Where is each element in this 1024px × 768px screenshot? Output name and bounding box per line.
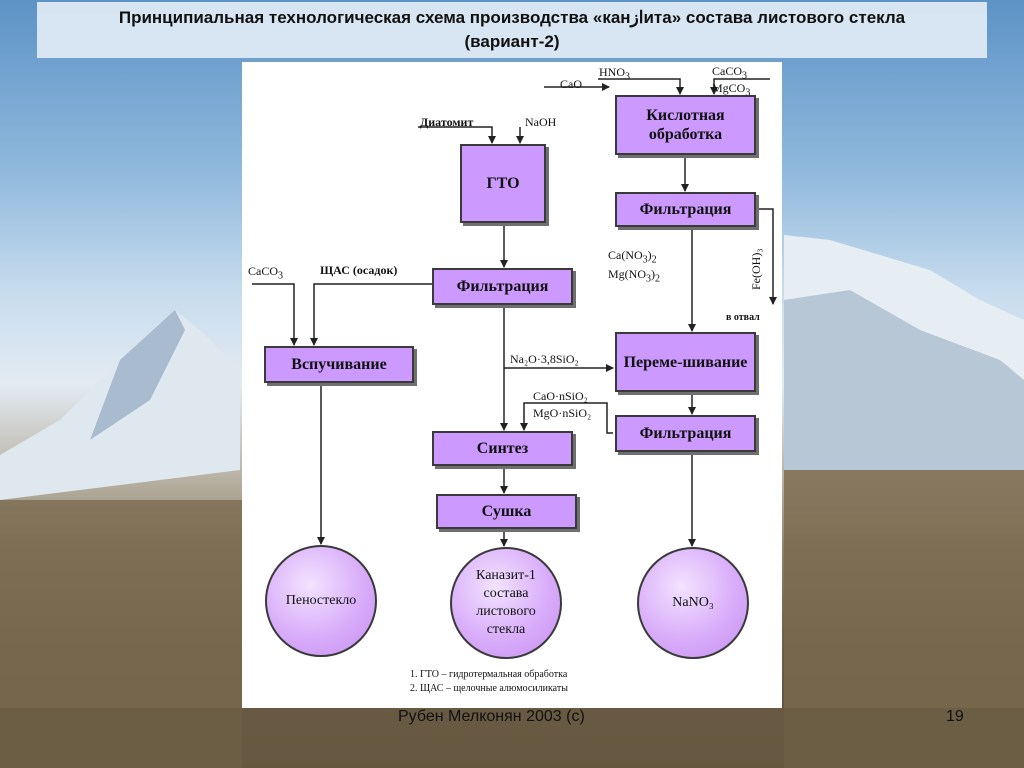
arrow-caco3 [710, 78, 770, 95]
slide-title: Принципиальная технологическая схема про… [37, 2, 987, 58]
label-v-otval: в отвал [726, 312, 760, 323]
arrow-caco3-vspuch [252, 283, 298, 346]
arrow-filt2-sintez [520, 402, 613, 434]
label-hno3: HNO3 [599, 65, 630, 83]
arrow-hno3 [598, 78, 684, 95]
footnotes: 1. ГТО – гидротермальная обработка 2. ЩА… [410, 668, 568, 696]
label-mgo-nsio2: MgO·nSiO₂ [533, 406, 592, 420]
box-acid-treatment: Кислотная обработка [615, 95, 756, 155]
box-sintez: Синтез [432, 431, 573, 466]
slide-footer: Рубен Мелконян 2003 (с) [398, 708, 585, 725]
label-cao-mgo-silicates: CaO·nSiO₂ MgO·nSiO₂ [533, 388, 591, 422]
box-sushka: Сушка [436, 494, 577, 529]
label-naoh: NaOH [525, 115, 557, 129]
arrow-shchas-vspuch [310, 283, 432, 346]
label-feoh3: Fe(OH)₃ [749, 248, 763, 290]
footnote-2: 2. ЩАС – щелочные алюмосиликаты [410, 683, 568, 694]
arrow-diatomit [418, 126, 496, 144]
mountain-left-shadow [90, 310, 185, 440]
arrow-feoh3 [757, 208, 777, 305]
box-filtration-center: Фильтрация [432, 268, 573, 305]
label-caco3: CaCO3 [248, 264, 283, 282]
flow-arrows [252, 78, 777, 547]
product-penosteklo: Пеностекло [265, 545, 377, 657]
label-ca-mg-nitrates: Ca(NO3)2 Mg(NO3)2 [608, 248, 660, 285]
label-cao-nsio2: CaO·nSiO₂ [533, 389, 588, 403]
product-nano3: NaNO₃ [637, 547, 749, 659]
product-kanazit: Каназит-1 состава листового стекла [450, 547, 562, 659]
box-mixing: Переме-шивание [615, 332, 756, 392]
flow-diagram: HNO3 CaCO3 MgCO3 CaO Диатомит NaOH CaCO3… [242, 62, 782, 708]
label-na2o-sio2: Na₂O·3,8SiO₂ [510, 352, 579, 366]
label-cao: CaO [560, 77, 582, 91]
footnote-1: 1. ГТО – гидротермальная обработка [410, 669, 568, 680]
title-line-2: (вариант-2) [464, 32, 560, 51]
label-shchas: ЩАС (осадок) [320, 263, 398, 277]
title-line-1: Принципиальная технологическая схема про… [118, 8, 906, 27]
label-diatomit: Диатомит [420, 115, 474, 129]
label-caco3-mgco3: CaCO3 MgCO3 [712, 64, 751, 99]
mountain-right-shadow [784, 290, 1024, 470]
box-vspuchivanie: Вспучивание [264, 346, 414, 383]
field-bottom [0, 708, 1024, 768]
box-filtration-2: Фильтрация [615, 415, 756, 452]
slide-number: 19 [946, 708, 964, 725]
box-filtration-1: Фильтрация [615, 192, 756, 227]
box-gto: ГТО [460, 144, 546, 223]
